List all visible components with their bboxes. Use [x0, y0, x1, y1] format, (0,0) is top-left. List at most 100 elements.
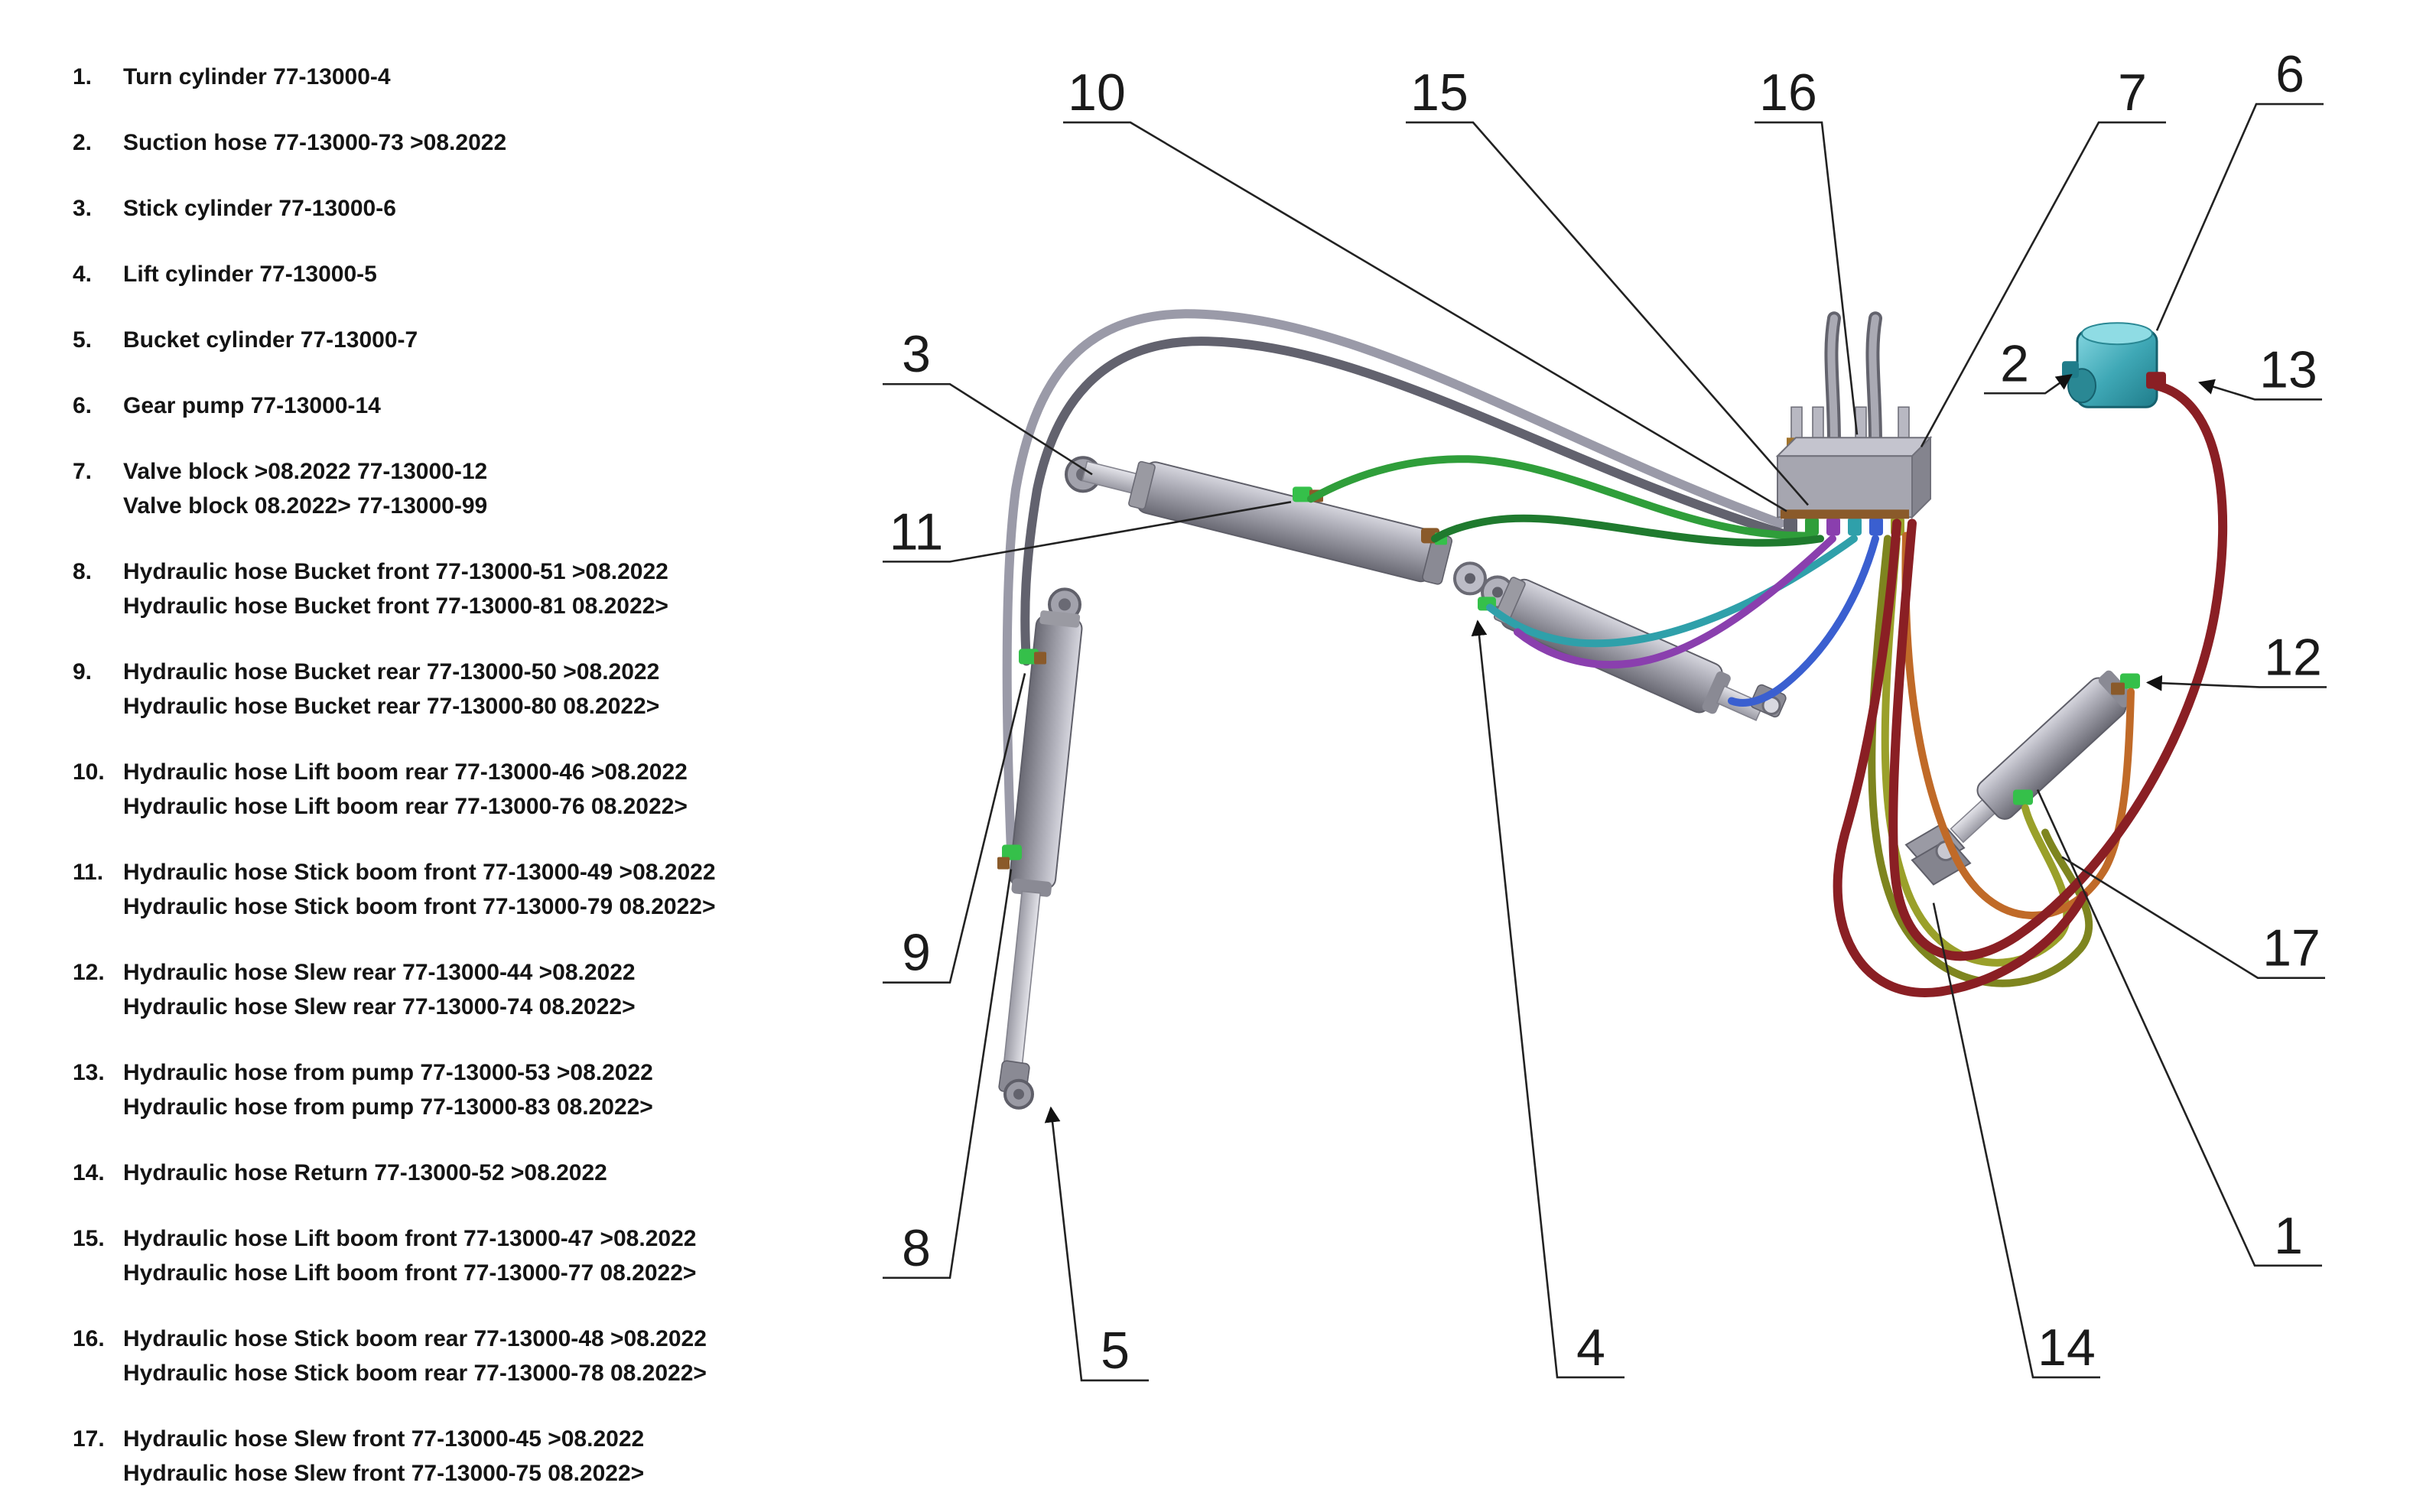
valve-port-elbow-3 [1826, 517, 1840, 536]
part-description: Hydraulic hose Stick boom rear 77-13000-… [123, 1322, 929, 1390]
part-line-1: Hydraulic hose Return 77-13000-52 >08.20… [123, 1160, 607, 1185]
part-line-1: Hydraulic hose Slew front 77-13000-45 >0… [123, 1426, 645, 1452]
part-number: 14. [73, 1160, 105, 1185]
hose-slew-rear [1901, 532, 2135, 919]
callout-10: 10 [1068, 63, 1126, 122]
parts-list-item-6: 6. Gear pump 77-13000-14 [73, 389, 929, 423]
part-number: 5. [73, 327, 93, 353]
valve-lever-pipe-1-highlight [1827, 314, 1838, 448]
part-number: 10. [73, 759, 105, 785]
part-description: Hydraulic hose Lift boom rear 77-13000-4… [123, 755, 929, 824]
hose-return [1833, 519, 2088, 997]
bucket-cylinder-rod [1002, 890, 1041, 1074]
leader-line-15 [1406, 121, 1809, 506]
part-description: Valve block >08.2022 77-13000-12 Valve b… [123, 454, 929, 523]
leader-line-5 [1044, 1106, 1149, 1382]
valve-block-side-face [1911, 435, 1931, 519]
bucket-rear-fitting [1019, 649, 1039, 665]
callout-14: 14 [2038, 1319, 2096, 1377]
part-number: 17. [73, 1426, 105, 1452]
parts-list-item-9: 9. Hydraulic hose Bucket rear 77-13000-5… [73, 655, 929, 723]
stick-cylinder-collar [1128, 460, 1156, 510]
part-description: Hydraulic hose from pump 77-13000-53 >08… [123, 1055, 929, 1124]
part-line-2: Hydraulic hose Lift boom rear 77-13000-7… [123, 794, 688, 819]
hose-bucket-front [1020, 337, 1794, 666]
part-line-1: Hydraulic hose Lift boom rear 77-13000-4… [123, 759, 688, 785]
callout-9: 9 [902, 924, 931, 982]
bucket-cylinder-collar [1039, 610, 1081, 628]
lift-cylinder-eye-1-pin [1465, 573, 1475, 584]
leader-line-16 [1755, 121, 1859, 435]
part-line-2: Hydraulic hose Slew front 77-13000-75 08… [123, 1461, 645, 1486]
part-line-2: Hydraulic hose Stick boom rear 77-13000-… [123, 1361, 707, 1386]
parts-list-item-1: 1. Turn cylinder 77-13000-4 [73, 60, 929, 94]
valve-block-front-face [1777, 455, 1913, 519]
callout-16: 16 [1759, 63, 1817, 122]
bucket-cylinder [997, 587, 1083, 1110]
part-number: 7. [73, 459, 93, 484]
part-number: 4. [73, 262, 93, 287]
part-line-2: Hydraulic hose Bucket rear 77-13000-80 0… [123, 694, 660, 719]
valve-port-elbow-2 [1805, 517, 1819, 536]
part-description: Lift cylinder 77-13000-5 [123, 257, 929, 291]
parts-list-item-11: 11. Hydraulic hose Stick boom front 77-1… [73, 855, 929, 924]
part-number: 12. [73, 960, 105, 985]
part-number: 11. [73, 860, 104, 885]
leader-line-14 [1932, 902, 2100, 1379]
bucket-rear-fitting-nut [1034, 652, 1046, 665]
callout-5: 5 [1101, 1322, 1130, 1380]
parts-list-item-3: 3. Stick cylinder 77-13000-6 [73, 191, 929, 226]
parts-list-item-4: 4. Lift cylinder 77-13000-5 [73, 257, 929, 291]
valve-port-nut-row [1781, 509, 1909, 519]
valve-lever-pipe-2-highlight [1868, 314, 1879, 448]
part-number: 16. [73, 1326, 105, 1351]
lift-cylinder-endcap [1702, 671, 1731, 714]
part-number: 13. [73, 1060, 105, 1085]
part-description: Hydraulic hose Stick boom front 77-13000… [123, 855, 929, 924]
leader-line-17 [2061, 856, 2325, 979]
part-line-2: Hydraulic hose Stick boom front 77-13000… [123, 894, 716, 919]
part-line-1: Bucket cylinder 77-13000-7 [123, 327, 418, 353]
leader-line-11 [883, 501, 1292, 563]
parts-list-item-8: 8. Hydraulic hose Bucket front 77-13000-… [73, 554, 929, 623]
leader-line-4 [1471, 619, 1625, 1379]
lift-cylinder [1453, 561, 1787, 721]
hose-lift-rear [1514, 535, 1836, 669]
hose-blue-branch [1728, 535, 1879, 707]
leader-line-6 [2155, 102, 2324, 331]
hose-from-pump [1888, 381, 2228, 961]
part-line-1: Turn cylinder 77-13000-4 [123, 64, 391, 89]
hose-stick-rear [1431, 514, 1824, 547]
callout-11: 11 [890, 502, 944, 561]
part-line-1: Hydraulic hose Bucket front 77-13000-51 … [123, 559, 668, 584]
part-description: Hydraulic hose Bucket rear 77-13000-50 >… [123, 655, 929, 723]
bucket-front-fitting [1002, 844, 1022, 860]
callout-12: 12 [2264, 628, 2322, 686]
part-description: Turn cylinder 77-13000-4 [123, 60, 929, 94]
part-number: 1. [73, 64, 93, 89]
part-description: Hydraulic hose Return 77-13000-52 >08.20… [123, 1156, 929, 1190]
callout-6: 6 [2275, 45, 2304, 103]
part-description: Hydraulic hose Slew rear 77-13000-44 >08… [123, 955, 929, 1024]
part-description: Bucket cylinder 77-13000-7 [123, 323, 929, 357]
valve-block-top-face [1775, 437, 1933, 457]
bucket-cylinder-bottom-pin [1013, 1088, 1024, 1100]
part-description: Hydraulic hose Slew front 77-13000-45 >0… [123, 1422, 929, 1491]
leader-line-9 [883, 673, 1026, 984]
callout-1: 1 [2274, 1207, 2303, 1265]
parts-list-item-5: 5. Bucket cylinder 77-13000-7 [73, 323, 929, 357]
part-line-1: Hydraulic hose Bucket rear 77-13000-50 >… [123, 659, 660, 684]
leader-line-12 [2145, 675, 2327, 691]
parts-list-item-12: 12. Hydraulic hose Slew rear 77-13000-44… [73, 955, 929, 1024]
part-number: 8. [73, 559, 93, 584]
part-line-2: Hydraulic hose Lift boom front 77-13000-… [123, 1260, 697, 1286]
parts-list-item-15: 15. Hydraulic hose Lift boom front 77-13… [73, 1221, 929, 1290]
slew-rear-fitting [2120, 673, 2140, 689]
slew-rear-fitting-nut [2111, 682, 2125, 695]
gear-pump [2062, 322, 2166, 408]
hose-slew-front [1881, 535, 2071, 967]
leader-line-1 [2036, 789, 2322, 1267]
part-line-1: Gear pump 77-13000-14 [123, 393, 381, 418]
